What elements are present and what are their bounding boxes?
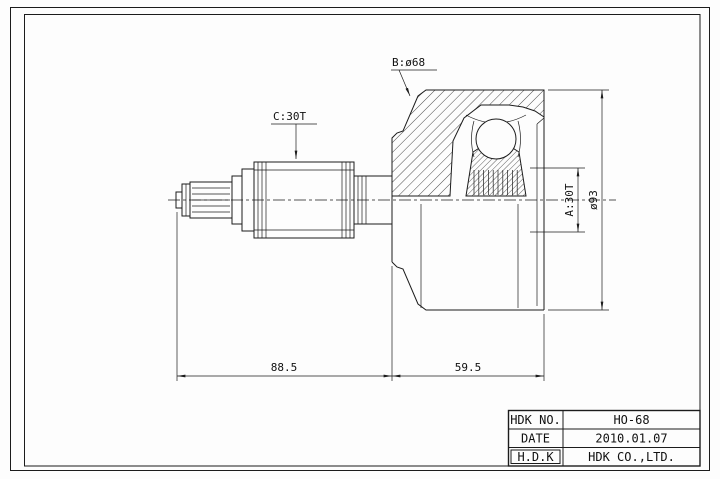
boot-groove-neck [354, 175, 392, 225]
title-block-label-company-logo: H.D.K [517, 450, 554, 464]
title-block-value-company-name: HDK CO.,LTD. [588, 450, 675, 464]
section-hatch-upper-wall [391, 89, 545, 197]
title-block-value-part-no: HO-68 [613, 413, 649, 427]
leader-label-b: B:ø68 [392, 56, 425, 69]
spline-stem-shaft [175, 168, 255, 232]
title-block-label-date: DATE [521, 432, 550, 446]
title-block: HDK NO. HO-68 DATE 2010.01.07 H.D.K HDK … [507, 409, 701, 467]
border-frame [10, 7, 710, 471]
dim-outer-diameter: ø93 [587, 190, 600, 210]
dimensions: 88.5 59.5 ø93 A:30T B:ø68 C:30T [176, 56, 609, 381]
dim-inner-spline: A:30T [563, 183, 576, 216]
title-block-label-hdk-no: HDK NO. [510, 413, 561, 427]
leader-label-c: C:30T [273, 110, 306, 123]
outer-race-housing [391, 89, 545, 311]
boot-clamp-section [253, 161, 355, 239]
housing-lower-outline [391, 261, 544, 311]
hdk-logo-box [510, 449, 561, 464]
dim-length-right: 59.5 [455, 361, 482, 374]
dim-length-left: 88.5 [271, 361, 298, 374]
inner-race-spline-lines [473, 170, 518, 195]
bearing-ball [475, 118, 517, 160]
cage-line-right [517, 120, 521, 158]
title-block-value-date: 2010.01.07 [595, 432, 667, 446]
cage-line-left [471, 120, 475, 158]
